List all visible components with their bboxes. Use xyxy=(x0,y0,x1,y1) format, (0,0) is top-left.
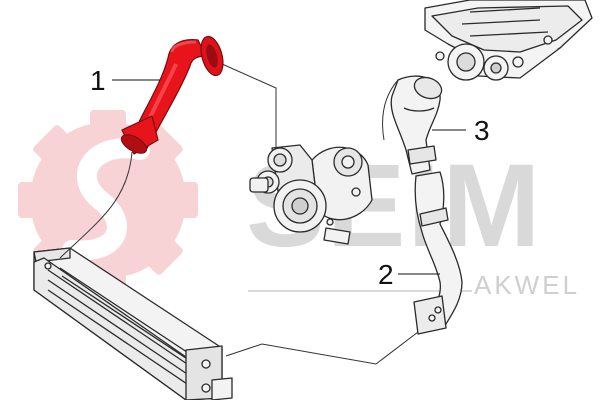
callout-label-2: 2 xyxy=(378,259,394,290)
intercooler xyxy=(33,247,233,400)
hose-part-3 xyxy=(390,75,443,175)
hose-part-1 xyxy=(120,35,224,155)
callout-leaders xyxy=(112,79,466,275)
callout-label-1: 1 xyxy=(90,65,106,96)
connection-lines xyxy=(59,63,419,365)
watermark-subbrand: AKWEL xyxy=(474,270,580,300)
hose-part-2 xyxy=(413,171,463,335)
intake-manifold xyxy=(424,0,593,81)
turbocharger xyxy=(249,144,373,245)
gear-s-logo-icon xyxy=(18,110,198,290)
callout-label-3: 3 xyxy=(474,115,490,146)
